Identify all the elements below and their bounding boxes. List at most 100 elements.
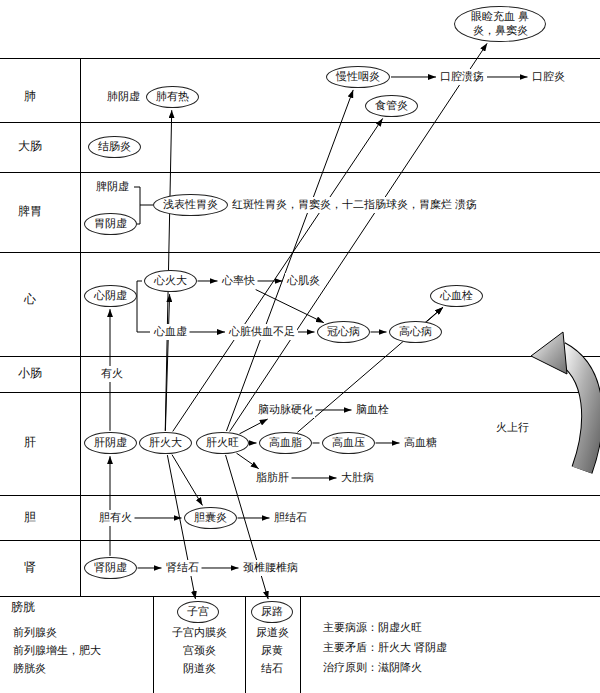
- oval-node: 结肠炎: [88, 136, 141, 158]
- node-text: 肝火旺: [206, 436, 239, 450]
- text-node: 脑血栓: [354, 402, 391, 418]
- node-text: 冠心病: [327, 325, 360, 339]
- arrow-connector: [487, 76, 528, 77]
- node-text: 高血脂: [269, 436, 302, 450]
- node-text: 大肚病: [341, 471, 374, 485]
- organ-name: 心: [23, 292, 37, 308]
- oval-node: 慢性咽炎: [326, 66, 390, 88]
- text-node: 脂肪肝: [254, 470, 291, 486]
- row-line: [0, 122, 600, 123]
- oval-node: 尿路: [251, 601, 293, 623]
- column-line: [245, 596, 246, 693]
- text-node: 胆结石: [272, 510, 309, 526]
- text-node: 心肌炎: [285, 273, 322, 289]
- organ-name: 胆: [23, 510, 37, 526]
- arrow-connector: [256, 290, 324, 323]
- node-text: 脑血栓: [356, 403, 389, 417]
- text-node: 脾阴虚: [94, 179, 131, 195]
- oval-node: 食管炎: [365, 95, 418, 117]
- node-text: 红斑性胃炎，胃窦炎，十二指肠球炎，胃糜烂 溃疡: [232, 198, 478, 212]
- oval-node: 肾阴虚: [84, 557, 137, 579]
- arrow-connector: [226, 90, 353, 431]
- node-text: 脂肪肝: [256, 471, 289, 485]
- note-text: 主要矛盾：肝火大 肾阴虚: [322, 641, 449, 655]
- node-text: 高心病: [399, 325, 432, 339]
- note-text: 尿黄: [260, 644, 284, 658]
- organ-name: 肾: [23, 560, 37, 576]
- arrow-connector: [230, 43, 487, 431]
- node-text: 肺阴虚: [107, 90, 140, 104]
- oval-node: 冠心病: [317, 321, 370, 343]
- node-text: 脾阴虚: [96, 180, 129, 194]
- arrow-connector: [292, 477, 337, 478]
- row-line: [0, 58, 600, 59]
- text-node: 口腔炎: [530, 69, 567, 85]
- note-text: 前列腺增生，肥大: [12, 644, 102, 658]
- node-text: 心率快: [222, 274, 255, 288]
- arrow-connector: [313, 442, 320, 443]
- oval-node: 眼睑充血 鼻炎，鼻窦炎: [454, 6, 546, 43]
- node-text: 胆囊炎: [194, 511, 227, 525]
- arrow-connector: [173, 118, 383, 431]
- text-node: 心率快: [220, 273, 257, 289]
- text-node: 大肚病: [339, 470, 376, 486]
- node-text: 眼睑充血 鼻炎，鼻窦炎: [464, 10, 536, 39]
- arrow-connector: [316, 409, 352, 410]
- arrow-head: [531, 332, 567, 374]
- node-text: 食管炎: [375, 99, 408, 113]
- node-text: 肾阴虚: [94, 561, 127, 575]
- oval-node: 肝阴虚: [84, 432, 137, 454]
- node-text: 心阴虚: [94, 289, 127, 303]
- text-node: 颈椎腰椎病: [241, 560, 300, 576]
- node-text: 胆有火: [99, 511, 132, 525]
- oval-node: 心火大: [144, 270, 197, 292]
- arrow-connector: [198, 280, 218, 281]
- arrow-connector: [236, 453, 258, 469]
- arrow-connector: [165, 294, 169, 431]
- row-line: [0, 495, 600, 496]
- node-text: 心血栓: [440, 289, 473, 303]
- arrow-connector: [202, 567, 239, 568]
- arrow-connector: [250, 442, 257, 443]
- oval-node: 胃阴虚: [84, 213, 137, 235]
- fire-rising-arrow: [531, 332, 592, 470]
- note-text: 阴道炎: [182, 662, 217, 676]
- organ-name: 大肠: [17, 139, 43, 155]
- node-text: 慢性咽炎: [336, 70, 380, 84]
- arrow-connector: [371, 331, 387, 332]
- oval-node: 高血脂: [259, 432, 312, 454]
- note-text: 治疗原则：滋阴降火: [322, 661, 423, 675]
- text-node: 口腔溃疡: [438, 69, 486, 85]
- node-text: 尿路: [261, 605, 283, 619]
- arrow-connector: [297, 307, 442, 432]
- text-node: 心血虚: [152, 324, 189, 340]
- oval-node: 肝火旺: [196, 432, 249, 454]
- node-text: 结肠炎: [98, 140, 131, 154]
- node-text: 心脏供血不足: [229, 325, 295, 339]
- bracket: [132, 281, 150, 332]
- row-line: [0, 540, 600, 541]
- node-text: 肾结石: [166, 561, 199, 575]
- text-node: 有火: [99, 366, 125, 382]
- column-line: [300, 596, 301, 693]
- node-text: 心血虚: [154, 325, 187, 339]
- text-node: 肺阴虚: [105, 89, 142, 105]
- note-text: 火上行: [495, 421, 530, 435]
- note-text: 子宫内膜炎: [171, 626, 228, 640]
- node-text: 胆结石: [274, 511, 307, 525]
- organ-name: 肺: [23, 89, 37, 105]
- node-text: 肝火大: [149, 436, 182, 450]
- arrow-connector: [110, 456, 111, 556]
- node-text: 高血糖: [404, 436, 437, 450]
- oval-node: 胆囊炎: [184, 507, 237, 529]
- node-text: 颈椎腰椎病: [243, 561, 298, 575]
- oval-node: 子宫: [177, 601, 219, 623]
- row-line: [0, 392, 600, 393]
- arrow-connector: [238, 517, 270, 518]
- node-text: 肝阴虚: [94, 436, 127, 450]
- node-text: 子宫: [187, 605, 209, 619]
- node-text: 心火大: [154, 274, 187, 288]
- oval-node: 心阴虚: [84, 285, 137, 307]
- node-text: 胃阴虚: [94, 217, 127, 231]
